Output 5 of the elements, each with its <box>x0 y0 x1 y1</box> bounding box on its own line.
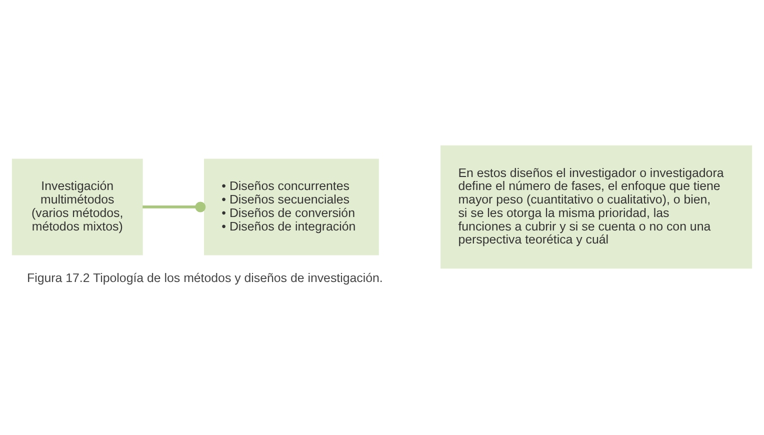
node-box: • Diseños concurrentes • Diseños secuenciales • Diseños de conversión • Diseños de integración <box>204 158 379 256</box>
connector <box>142 202 206 212</box>
caption: Figura 17.2 Tipología de los métodos y diseños de investigación. <box>27 270 383 285</box>
node-box: En estos diseños el investigador o investigadora define el número de fases, el enfoque que tiene mayor peso (cuantitativo o cualitativo), o bien, si se les otorga la misma prioridad, las funciones a cubrir y si se cuenta o no con una perspectiva teorética y cuál <box>440 145 752 269</box>
node-box: Investigación multimétodos (varios métodos, métodos mixtos) <box>12 158 143 256</box>
